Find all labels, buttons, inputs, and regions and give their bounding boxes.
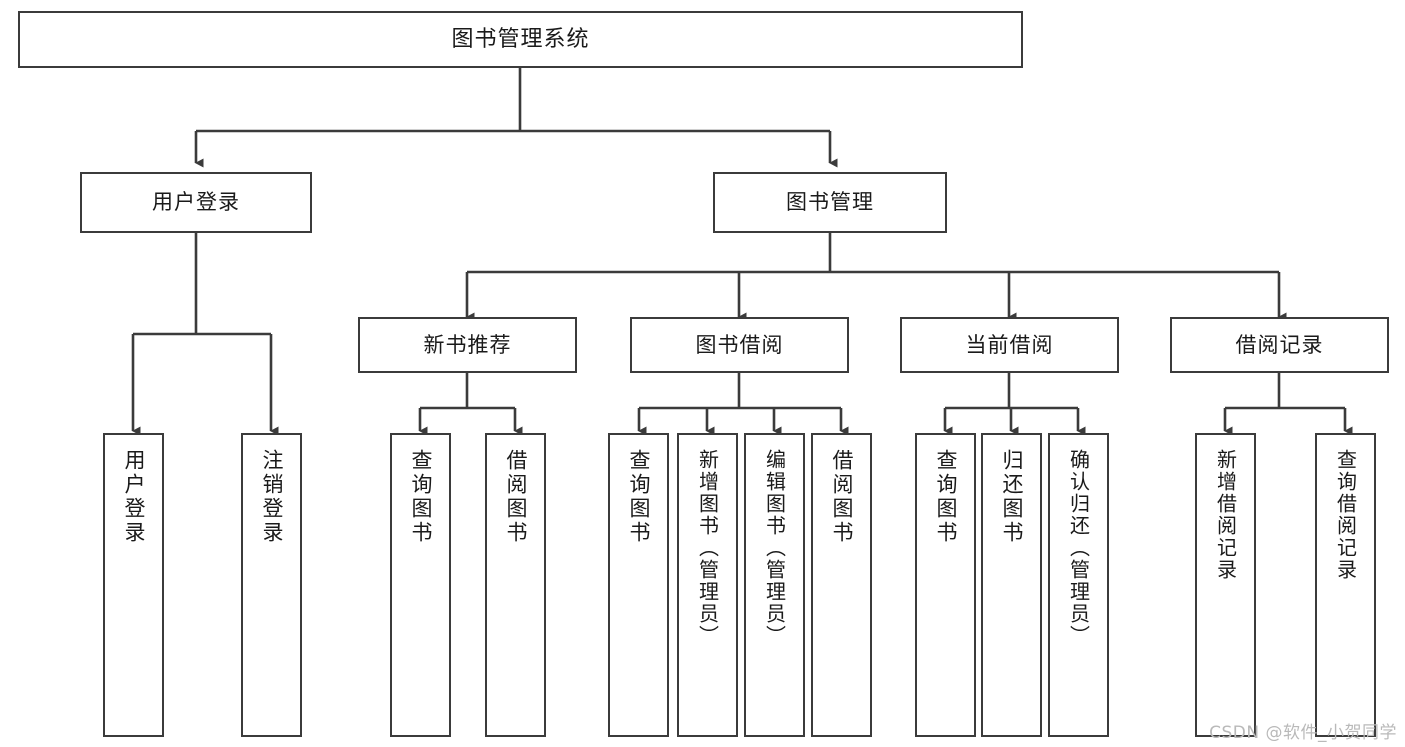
node-label: 确认归还（管理员） [1066, 449, 1091, 647]
node-borrow-record[interactable]: 借阅记录 [1170, 317, 1389, 373]
leaf-user-login[interactable]: 用户登录 [103, 433, 164, 737]
node-label: 编辑图书（管理员） [762, 449, 787, 647]
node-label: 当前借阅 [965, 332, 1054, 357]
node-root-book-management-system[interactable]: 图书管理系统 [18, 11, 1023, 68]
node-label: 查询图书 [409, 449, 433, 545]
leaf-edit-book-admin[interactable]: 编辑图书（管理员） [744, 433, 805, 737]
node-label: 图书管理系统 [451, 26, 590, 52]
node-label: 归还图书 [1000, 449, 1024, 545]
node-label: 注销登录 [260, 449, 284, 545]
leaf-return-book[interactable]: 归还图书 [981, 433, 1042, 737]
node-label: 新增图书（管理员） [695, 449, 720, 647]
node-label: 新增借阅记录 [1213, 449, 1238, 581]
node-new-book-recommend[interactable]: 新书推荐 [358, 317, 577, 373]
node-label: 借阅记录 [1235, 332, 1324, 357]
node-label: 用户登录 [152, 190, 240, 215]
leaf-borrow-book[interactable]: 借阅图书 [811, 433, 872, 737]
node-label: 查询图书 [934, 449, 958, 545]
node-label: 图书管理 [786, 190, 874, 215]
node-label: 用户登录 [122, 449, 146, 545]
node-label: 借阅图书 [504, 449, 528, 545]
leaf-borrow-book-recommend[interactable]: 借阅图书 [485, 433, 546, 737]
leaf-add-borrow-record[interactable]: 新增借阅记录 [1195, 433, 1256, 737]
leaf-query-book-borrow[interactable]: 查询图书 [608, 433, 669, 737]
leaf-query-borrow-record[interactable]: 查询借阅记录 [1315, 433, 1376, 737]
node-label: 借阅图书 [830, 449, 854, 545]
node-current-borrow[interactable]: 当前借阅 [900, 317, 1119, 373]
node-book-borrow[interactable]: 图书借阅 [630, 317, 849, 373]
leaf-add-book-admin[interactable]: 新增图书（管理员） [677, 433, 738, 737]
node-user-login[interactable]: 用户登录 [80, 172, 312, 233]
leaf-query-book-current[interactable]: 查询图书 [915, 433, 976, 737]
leaf-logout[interactable]: 注销登录 [241, 433, 302, 737]
watermark: CSDN @软件_小贺同学 [1209, 723, 1397, 743]
node-label: 查询图书 [627, 449, 651, 545]
node-book-management[interactable]: 图书管理 [713, 172, 947, 233]
node-label: 新书推荐 [423, 332, 512, 357]
node-label: 图书借阅 [695, 332, 784, 357]
leaf-query-book-recommend[interactable]: 查询图书 [390, 433, 451, 737]
leaf-confirm-return-admin[interactable]: 确认归还（管理员） [1048, 433, 1109, 737]
node-label: 查询借阅记录 [1333, 449, 1358, 581]
